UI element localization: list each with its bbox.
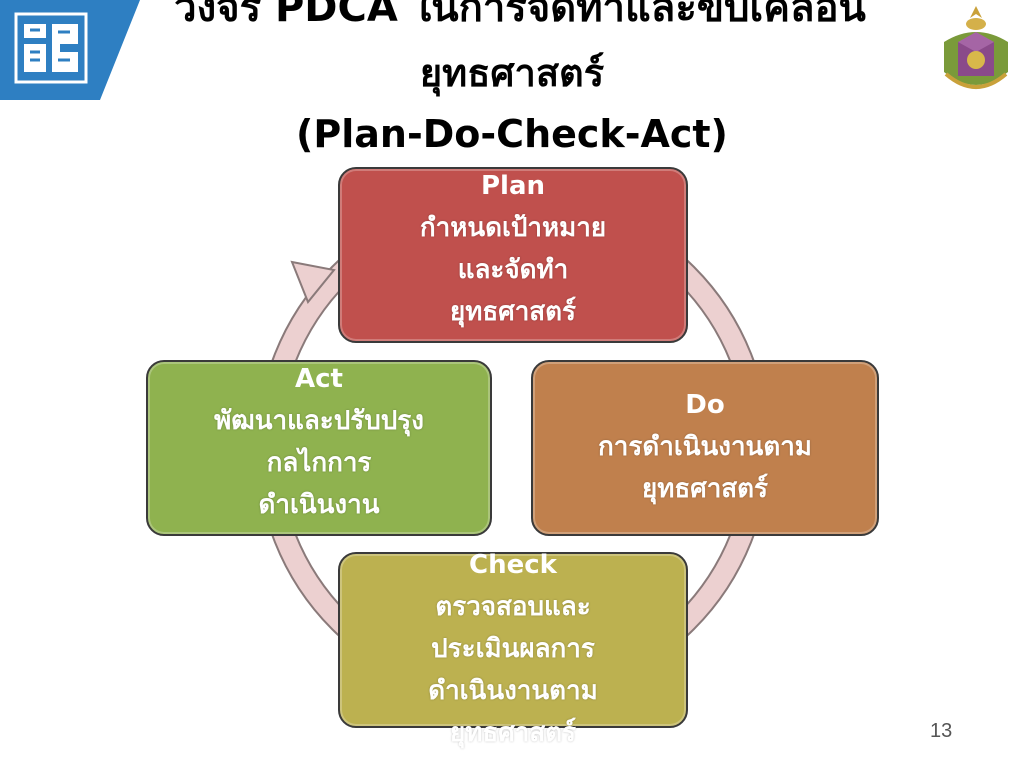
plan-line-3: ยุทธศาสตร์ (449, 297, 577, 327)
check-line-2: ประเมินผลการ (431, 634, 595, 664)
institution-logo (0, 0, 140, 100)
check-line-4: ยุทธศาสตร์ (449, 718, 577, 748)
check-heading: Check (469, 550, 557, 580)
crest-logo (944, 6, 1008, 89)
plan-heading: Plan (480, 171, 546, 201)
act-line-1: พัฒนาและปรับปรุง (214, 406, 424, 436)
check-line-3: ดำเนินงานตาม (428, 676, 598, 706)
check-box: Check ตรวจสอบและ ประเมินผลการ ดำเนินงานต… (338, 550, 688, 748)
do-line-1: การดำเนินงานตาม (598, 432, 812, 462)
act-line-3: ดำเนินงาน (258, 490, 380, 520)
check-line-1: ตรวจสอบและ (435, 592, 591, 622)
cycle-arrowhead (290, 260, 336, 304)
plan-box: Plan กำหนดเป้าหมาย และจัดทำ ยุทธศาสตร์ (338, 167, 688, 343)
title-line-3: (Plan-Do-Check-Act) (296, 112, 728, 156)
do-line-2: ยุทธศาสตร์ (641, 474, 769, 504)
do-heading: Do (685, 390, 725, 420)
plan-line-1: กำหนดเป้าหมาย (419, 213, 607, 243)
title-line-2: ยุทธศาสตร์ (419, 51, 605, 95)
do-box: Do การดำเนินงานตาม ยุทธศาสตร์ (531, 360, 879, 536)
page-number: 13 (930, 720, 953, 742)
plan-line-2: และจัดทำ (457, 255, 569, 285)
act-line-2: กลไกการ (266, 448, 372, 478)
act-box: Act พัฒนาและปรับปรุง กลไกการ ดำเนินงาน (146, 360, 492, 536)
title-line-1: วงจร PDCA ในการจัดทำและขับเคลื่อน (174, 0, 866, 31)
act-heading: Act (295, 364, 343, 394)
